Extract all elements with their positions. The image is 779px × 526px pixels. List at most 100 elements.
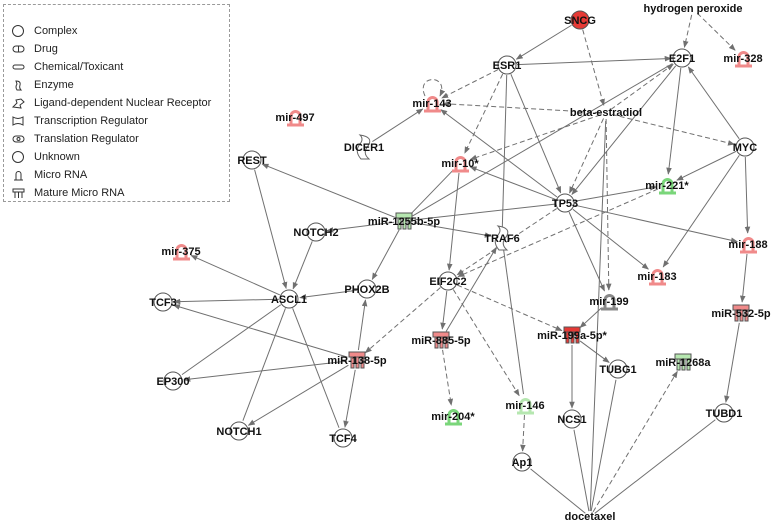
edge-docetaxel-to-ncs1 xyxy=(573,429,590,512)
node-mir-138-5p[interactable]: miR-138-5p xyxy=(327,351,387,369)
node-label: mir-143 xyxy=(412,98,451,110)
microrna-icon xyxy=(452,156,469,173)
node-traf6[interactable]: TRAF6 xyxy=(484,225,520,251)
node-hydrogen-peroxide[interactable]: hydrogen peroxide xyxy=(643,3,742,15)
node-label: mir-497 xyxy=(275,112,314,124)
edge-mir138-to-tcf4 xyxy=(343,369,356,428)
edge-tp53-to-eif2c2 xyxy=(456,208,557,276)
node-tcf4[interactable]: TCF4 xyxy=(329,428,358,448)
edge-estradiol-to-tp53 xyxy=(569,118,604,194)
node-mir-146[interactable]: mir-146 xyxy=(505,398,545,415)
node-circle-icon xyxy=(357,279,377,299)
node-mir-328[interactable]: mir-328 xyxy=(723,51,763,68)
node-label: mir-204* xyxy=(431,411,475,423)
node-mir-1255b-5p[interactable]: miR-1255b-5p xyxy=(368,212,440,230)
edge-docetaxel-to-estradiol xyxy=(589,120,607,512)
mature-microrna-icon xyxy=(10,186,28,200)
node-mir-532-5p[interactable]: miR-532-5p xyxy=(711,304,771,322)
node-docetaxel[interactable]: docetaxel xyxy=(565,511,616,523)
node-label: TP53 xyxy=(552,198,578,210)
node-esr1[interactable]: ESR1 xyxy=(493,55,522,75)
node-label: mir-375 xyxy=(161,246,200,258)
node-mir-183[interactable]: mir-183 xyxy=(637,269,677,286)
node-circle-icon xyxy=(153,292,173,312)
microrna-icon xyxy=(445,409,462,426)
node-mir-221[interactable]: mir-221* xyxy=(645,178,689,195)
edge-esr1-to-tp53 xyxy=(510,74,562,194)
node-e2f1[interactable]: E2F1 xyxy=(669,48,695,68)
node-mir-188[interactable]: mir-188 xyxy=(728,237,768,254)
enzyme-icon xyxy=(494,225,509,251)
node-label: miR-885-5p xyxy=(411,335,471,347)
node-label: docetaxel xyxy=(565,511,616,523)
edge-mir138-to-phox2b xyxy=(357,299,368,351)
edge-mir1255b-to-phox2b xyxy=(371,229,400,280)
node-tcf3[interactable]: TCF3 xyxy=(149,292,177,312)
legend-item-drug: Drug xyxy=(10,41,58,57)
node-circle-icon xyxy=(163,371,183,391)
node-label: TCF4 xyxy=(329,433,357,445)
node-myc[interactable]: MYC xyxy=(733,137,758,157)
microrna-icon xyxy=(601,294,618,311)
node-beta-estradiol[interactable]: beta-estradiol xyxy=(570,107,642,119)
node-mir-497[interactable]: mir-497 xyxy=(275,110,315,127)
legend-item-microrna: Micro RNA xyxy=(10,167,87,183)
node-mir-375[interactable]: mir-375 xyxy=(161,244,201,261)
edge-eif2c2-to-mir138 xyxy=(364,287,441,354)
node-phox2b[interactable]: PHOX2B xyxy=(344,279,390,299)
node-notch2[interactable]: NOTCH2 xyxy=(293,222,339,242)
node-label: hydrogen peroxide xyxy=(643,3,742,15)
edge-eif2c2-to-mir146 xyxy=(452,289,520,397)
legend-label: Transcription Regulator xyxy=(34,115,148,127)
node-label: mir-188 xyxy=(728,239,767,251)
node-notch1[interactable]: NOTCH1 xyxy=(216,421,262,441)
node-mir-199[interactable]: mir-199 xyxy=(589,294,629,311)
node-tubg1[interactable]: TUBG1 xyxy=(599,359,637,379)
node-ascl1[interactable]: ASCL1 xyxy=(271,289,307,309)
edge-h2o2-to-e2f1 xyxy=(683,14,693,48)
legend-item-transcription: Transcription Regulator xyxy=(10,113,148,129)
node-eif2c2[interactable]: EIF2C2 xyxy=(429,271,467,291)
edge-mir885-to-mir204 xyxy=(442,349,454,406)
legend-label: Micro RNA xyxy=(34,169,88,181)
mature-microrna-icon xyxy=(432,331,450,349)
microrna-icon xyxy=(173,244,190,261)
node-circle-icon xyxy=(562,409,582,429)
node-mir-143[interactable]: mir-143 xyxy=(412,96,452,113)
edge-eif2c2-to-mir199a xyxy=(456,284,563,332)
node-dicer1[interactable]: DICER1 xyxy=(344,134,384,160)
node-label: mir-221* xyxy=(645,180,689,192)
node-mir-885-5p[interactable]: miR-885-5p xyxy=(411,331,471,349)
enzyme-icon xyxy=(356,134,371,160)
node-mir-199a-5p[interactable]: miR-199a-5p* xyxy=(537,326,608,344)
node-mir-1268a[interactable]: miR-1268a xyxy=(655,353,711,371)
edge-mir221-to-eif2c2 xyxy=(457,188,659,278)
edges-layer xyxy=(172,12,751,514)
node-label: MYC xyxy=(733,142,758,154)
node-label: NCS1 xyxy=(557,414,586,426)
edge-notch2-to-ascl1 xyxy=(292,241,313,290)
edge-docetaxel-to-tubd1 xyxy=(594,419,716,514)
node-circle-icon xyxy=(714,403,734,423)
node-label: REST xyxy=(237,155,267,167)
node-sncg[interactable]: SNCG xyxy=(564,10,596,30)
microrna-icon xyxy=(10,168,28,182)
node-label: DICER1 xyxy=(344,142,384,154)
node-ap1[interactable]: Ap1 xyxy=(512,452,533,472)
edge-tp53-to-mir1255b xyxy=(414,203,556,221)
mature-microrna-icon xyxy=(674,353,692,371)
edge-ascl1-to-tcf4 xyxy=(292,308,340,428)
node-ncs1[interactable]: NCS1 xyxy=(557,409,587,429)
node-mir-204[interactable]: mir-204* xyxy=(431,409,475,426)
legend-label: Translation Regulator xyxy=(34,133,139,145)
node-mir-10[interactable]: mir-10* xyxy=(441,156,479,173)
translation-regulator-icon xyxy=(10,132,28,146)
node-ep300[interactable]: EP300 xyxy=(156,371,190,391)
node-circle-icon xyxy=(555,193,575,213)
node-label: ESR1 xyxy=(493,60,522,72)
edge-mir146-to-ap1 xyxy=(520,414,526,452)
node-rest[interactable]: REST xyxy=(237,150,267,170)
node-tp53[interactable]: TP53 xyxy=(552,193,578,213)
node-tubd1[interactable]: TUBD1 xyxy=(706,403,743,423)
